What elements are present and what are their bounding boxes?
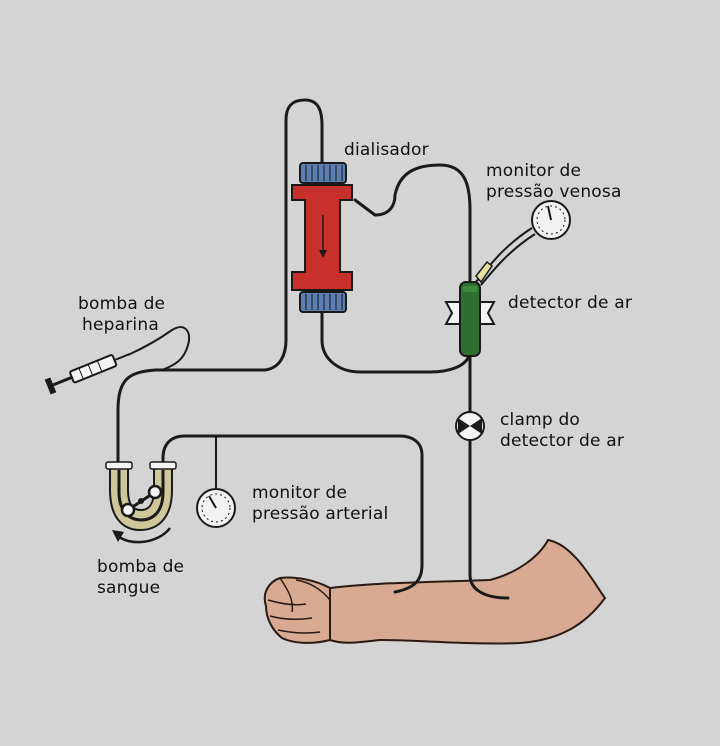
patient-arm [263, 538, 607, 645]
label-clamp-line2: detector de ar [500, 431, 625, 451]
arterial-pressure-gauge [196, 488, 236, 528]
blood-pump [105, 461, 177, 544]
label-arterial-monitor-line2: pressão arterial [252, 504, 389, 524]
blood-tubing [116, 98, 510, 600]
heparin-syringe [44, 353, 130, 395]
venous-pressure-gauge [475, 200, 571, 286]
label-blood-pump-line1: bomba de [97, 557, 185, 577]
label-air-detector: detector de ar [508, 293, 633, 313]
dialyzer [291, 162, 353, 313]
label-dialyzer: dialisador [344, 140, 429, 160]
label-arterial-monitor-line1: monitor de [252, 483, 348, 503]
air-detector [444, 281, 496, 357]
label-heparin-pump-line1: bomba de [78, 294, 166, 314]
label-clamp-line1: clamp do [500, 410, 581, 430]
label-venous-monitor-line1: monitor de [486, 161, 582, 181]
air-detector-clamp [455, 411, 485, 441]
label-venous-monitor-line2: pressão venosa [486, 182, 622, 202]
label-heparin-pump-line2: heparina [82, 315, 159, 335]
label-blood-pump-line2: sangue [97, 578, 161, 598]
